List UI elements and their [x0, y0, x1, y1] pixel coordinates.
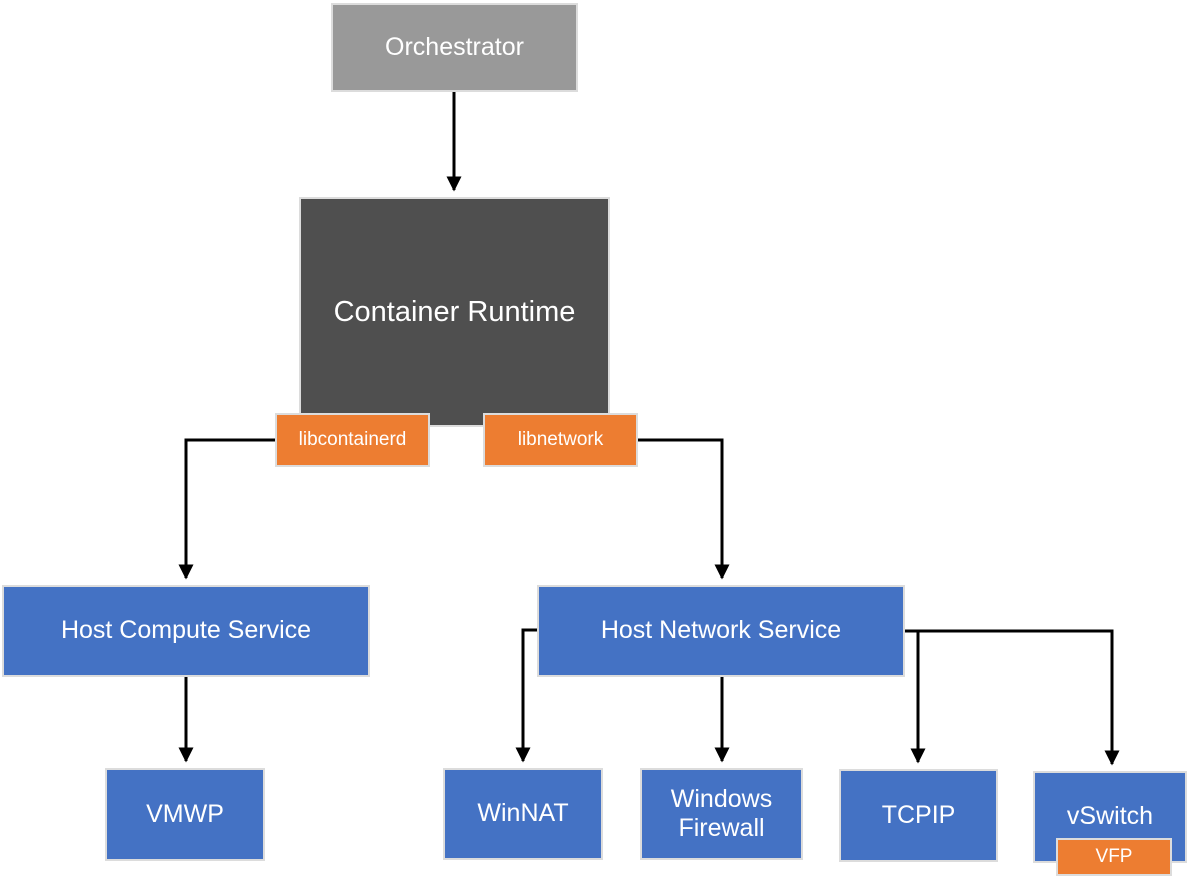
node-tcpip: TCPIP — [839, 769, 998, 862]
node-host-compute-service: Host Compute Service — [2, 585, 370, 677]
node-host-compute-service-label: Host Compute Service — [60, 616, 312, 645]
node-host-network-service-label: Host Network Service — [600, 616, 842, 645]
connector-libcontainerd-to-host-compute — [178, 438, 276, 580]
node-winnat: WinNAT — [443, 768, 603, 860]
connector-host-network-to-vswitch — [905, 629, 1120, 766]
connector-libnetwork-to-host-network — [637, 438, 730, 580]
node-orchestrator: Orchestrator — [331, 3, 578, 92]
node-vmwp-label: VMWP — [146, 799, 224, 828]
node-host-network-service: Host Network Service — [537, 585, 905, 677]
node-libcontainerd-label: libcontainerd — [298, 428, 407, 450]
node-tcpip-label: TCPIP — [881, 800, 956, 829]
node-libnetwork-label: libnetwork — [517, 428, 604, 450]
node-vswitch-label: vSwitch — [1066, 802, 1154, 831]
node-windows-firewall: Windows Firewall — [640, 768, 803, 860]
node-container-runtime: Container Runtime — [299, 197, 610, 427]
connector-host-network-to-winnat — [515, 628, 537, 763]
node-libnetwork: libnetwork — [483, 413, 638, 467]
node-vfp: VFP — [1056, 838, 1172, 876]
node-windows-firewall-label: Windows Firewall — [670, 784, 773, 843]
node-libcontainerd: libcontainerd — [275, 413, 430, 467]
node-orchestrator-label: Orchestrator — [385, 32, 524, 61]
node-container-runtime-label: Container Runtime — [333, 295, 576, 328]
node-vfp-label: VFP — [1095, 845, 1133, 867]
node-winnat-label: WinNAT — [477, 799, 569, 828]
node-vmwp: VMWP — [105, 768, 265, 861]
